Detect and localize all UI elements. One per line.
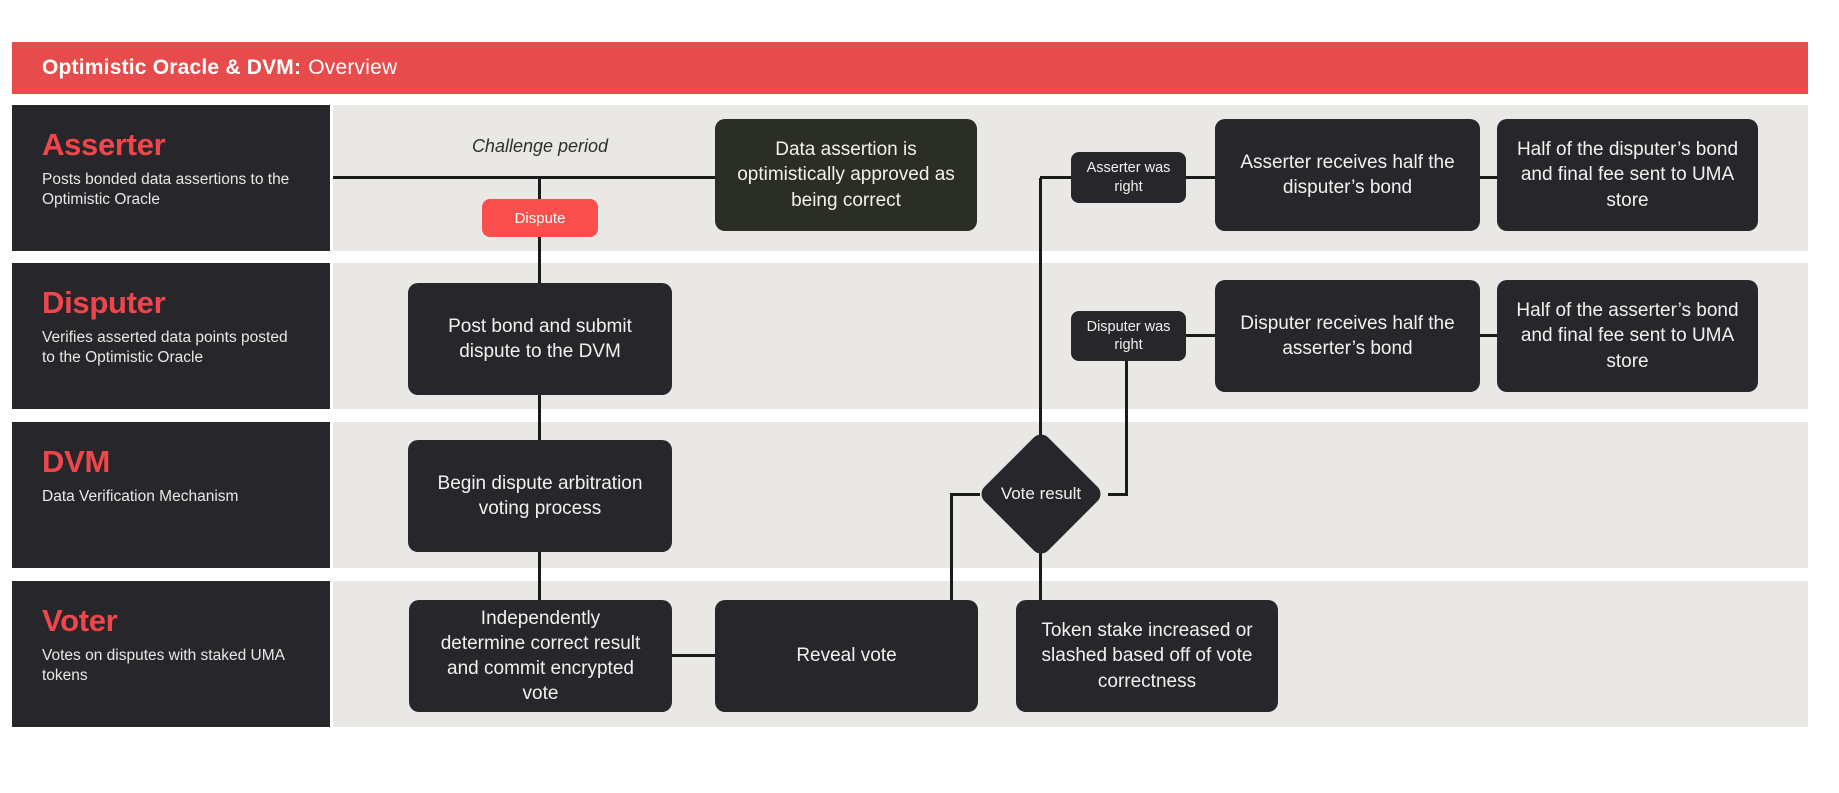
asserter-heading: Asserter	[42, 127, 166, 162]
asserter-receives-box: Asserter receives half the disputer’s bo…	[1215, 119, 1480, 231]
token-stake-box: Token stake increased or slashed based o…	[1016, 600, 1278, 712]
asserter-badge-to-box-line	[1186, 176, 1215, 179]
vote-result-label: Vote result	[1000, 484, 1082, 504]
diamond-to-reveal-vline	[950, 493, 953, 600]
title-bar: Optimistic Oracle & DVM: Overview	[12, 42, 1808, 94]
diamond-to-asserter-badge-hline	[1040, 176, 1071, 179]
begin-arbitration-box: Begin dispute arbitration voting process	[408, 440, 672, 552]
voter-heading: Voter	[42, 603, 118, 638]
half-asserter-bond-box: Half of the asserter’s bond and final fe…	[1497, 280, 1758, 392]
diamond-to-disputer-badge-vline	[1125, 360, 1128, 496]
asserter-was-right-badge: Asserter was right	[1071, 152, 1186, 203]
challenge-period-line	[333, 176, 715, 179]
disputer-lane-label: Disputer Verifies asserted data points p…	[12, 263, 330, 409]
reveal-vote-box: Reveal vote	[715, 600, 978, 712]
begin-to-independent-line	[538, 552, 541, 600]
asserter-box-to-box-line	[1480, 176, 1497, 179]
title-bold: Optimistic Oracle & DVM:	[42, 56, 302, 79]
diamond-to-asserter-badge-vline	[1039, 178, 1042, 438]
disputer-receives-box: Disputer receives half the asserter’s bo…	[1215, 280, 1480, 392]
dispute-button[interactable]: Dispute	[482, 199, 598, 237]
dvm-heading: DVM	[42, 444, 110, 479]
voter-lane-label: Voter Votes on disputes with staked UMA …	[12, 581, 330, 727]
asserter-lane-label: Asserter Posts bonded data assertions to…	[12, 105, 330, 251]
disputer-description: Verifies asserted data points posted to …	[42, 328, 288, 367]
disputer-was-right-badge: Disputer was right	[1071, 311, 1186, 361]
dvm-description: Data Verification Mechanism	[42, 487, 239, 505]
data-assertion-approved-box: Data assertion is optimistically approve…	[715, 119, 977, 231]
challenge-period-label: Challenge period	[471, 136, 609, 156]
disputer-badge-to-box-line	[1186, 334, 1215, 337]
diamond-to-reveal-hline	[950, 493, 980, 496]
half-disputer-bond-box: Half of the disputer’s bond and final fe…	[1497, 119, 1758, 231]
diamond-to-disputer-badge-hline	[1108, 493, 1128, 496]
voter-description: Votes on disputes with staked UMA tokens	[42, 646, 285, 685]
independently-determine-box: Independently determine correct result a…	[409, 600, 672, 712]
postbond-to-begin-line	[538, 395, 541, 440]
title-regular: Overview	[308, 56, 398, 79]
diamond-to-token-line	[1039, 553, 1042, 600]
disputer-heading: Disputer	[42, 285, 166, 320]
post-bond-box: Post bond and submit dispute to the DVM	[408, 283, 672, 395]
asserter-description: Posts bonded data assertions to the Opti…	[42, 170, 290, 209]
dvm-lane-label: DVM Data Verification Mechanism	[12, 422, 330, 568]
independent-to-reveal-line	[672, 654, 715, 657]
disputer-box-to-box-line	[1480, 334, 1497, 337]
